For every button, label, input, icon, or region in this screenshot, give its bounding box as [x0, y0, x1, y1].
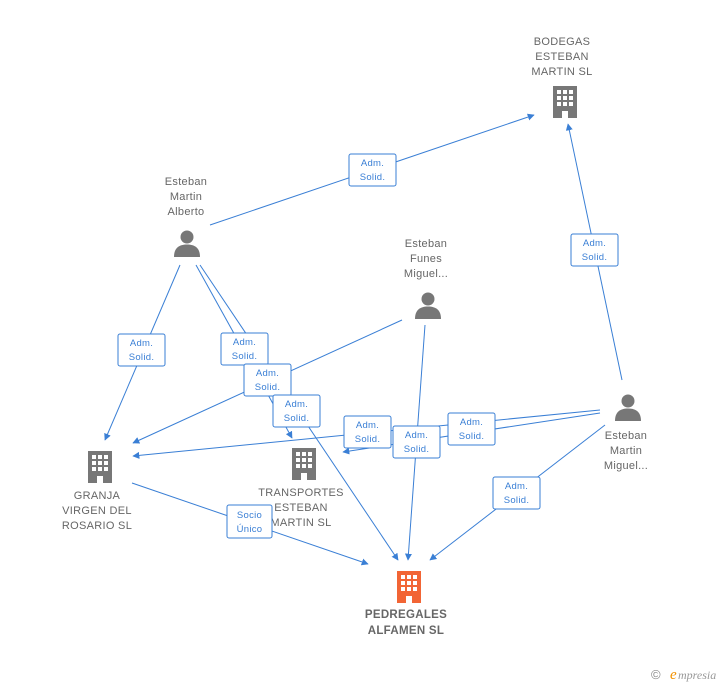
svg-text:Solid.: Solid. [355, 434, 381, 445]
node-alberto[interactable]: Esteban Martin Alberto [165, 176, 207, 257]
svg-text:Esteban: Esteban [165, 176, 207, 188]
svg-text:Adm.: Adm. [256, 368, 279, 379]
node-pedregales-label: PEDREGALES ALFAMEN SL [365, 609, 447, 637]
brand-logo-text: mpresia [678, 668, 716, 682]
svg-text:Alberto: Alberto [168, 206, 205, 218]
svg-text:Único: Único [237, 524, 263, 535]
svg-text:Adm.: Adm. [356, 420, 379, 431]
node-bodegas-label: BODEGAS ESTEBAN MARTIN SL [531, 36, 592, 78]
svg-text:Adm.: Adm. [405, 430, 428, 441]
svg-text:Solid.: Solid. [404, 444, 430, 455]
badge-miguel-transportes: Adm. Solid. [343, 415, 392, 449]
svg-text:Miguel...: Miguel... [604, 460, 648, 472]
building-icon [397, 571, 421, 603]
svg-text:BODEGAS: BODEGAS [534, 36, 591, 48]
svg-text:Adm.: Adm. [130, 338, 153, 349]
node-granja[interactable]: GRANJA VIRGEN DEL ROSARIO SL [62, 451, 132, 532]
svg-text:Solid.: Solid. [504, 495, 530, 506]
svg-text:Esteban: Esteban [605, 430, 647, 442]
badge-granja-pedregales: Socio Único [226, 504, 273, 539]
svg-text:Solid.: Solid. [360, 172, 386, 183]
badge-alberto-bodegas: Adm. Solid. [348, 153, 397, 187]
node-transportes-label: TRANSPORTES ESTEBAN MARTIN SL [258, 487, 344, 529]
svg-text:Martin: Martin [610, 445, 642, 457]
svg-text:VIRGEN DEL: VIRGEN DEL [62, 505, 132, 517]
person-icon [615, 394, 641, 421]
svg-text:Socio: Socio [237, 510, 262, 521]
svg-text:Solid.: Solid. [232, 351, 258, 362]
svg-text:ESTEBAN: ESTEBAN [274, 502, 327, 514]
node-transportes[interactable]: TRANSPORTES ESTEBAN MARTIN SL [258, 448, 344, 529]
node-granja-label: GRANJA VIRGEN DEL ROSARIO SL [62, 490, 132, 532]
svg-text:Solid.: Solid. [284, 413, 310, 424]
brand-logo-e: e [670, 667, 677, 683]
badge-funes-granja: Adm. Solid. [243, 363, 292, 397]
node-bodegas[interactable]: BODEGAS ESTEBAN MARTIN SL [531, 36, 592, 118]
footer-brand: © e mpresia [651, 667, 716, 683]
badges: Adm. Solid. Adm. Solid. Adm. Solid. Adm.… [117, 153, 619, 539]
building-icon [292, 448, 316, 480]
svg-text:Solid.: Solid. [459, 431, 485, 442]
badge-miguel-pedregales: Adm. Solid. [492, 476, 541, 510]
badge-funes-pedregales: Adm. Solid. [392, 425, 441, 459]
node-miguel-label: Esteban Martin Miguel... [604, 430, 648, 472]
copyright-symbol: © [651, 667, 661, 682]
svg-text:Miguel...: Miguel... [404, 268, 448, 280]
node-alberto-label: Esteban Martin Alberto [165, 176, 207, 218]
node-miguel[interactable]: Esteban Martin Miguel... [604, 394, 648, 473]
node-funes-label: Esteban Funes Miguel... [404, 238, 448, 280]
badge-alberto-transportes: Adm. Solid. [220, 332, 269, 366]
node-pedregales[interactable]: PEDREGALES ALFAMEN SL [365, 571, 447, 637]
svg-text:Adm.: Adm. [583, 238, 606, 249]
svg-text:ALFAMEN SL: ALFAMEN SL [368, 625, 444, 637]
building-icon [88, 451, 112, 483]
svg-text:PEDREGALES: PEDREGALES [365, 609, 447, 621]
svg-text:Adm.: Adm. [361, 158, 384, 169]
badge-miguel-bodegas: Adm. Solid. [570, 233, 619, 267]
nodes: BODEGAS ESTEBAN MARTIN SL Esteban Martin… [62, 36, 648, 637]
badge-alberto-pedregales: Adm. Solid. [272, 394, 321, 428]
badge-miguel-granja: Adm. Solid. [447, 412, 496, 446]
svg-text:ESTEBAN: ESTEBAN [535, 51, 588, 63]
svg-text:Adm.: Adm. [505, 481, 528, 492]
node-funes[interactable]: Esteban Funes Miguel... [404, 238, 448, 319]
svg-text:Solid.: Solid. [582, 252, 608, 263]
svg-text:ROSARIO SL: ROSARIO SL [62, 520, 132, 532]
building-icon [553, 86, 577, 118]
svg-text:GRANJA: GRANJA [74, 490, 121, 502]
svg-text:MARTIN SL: MARTIN SL [531, 66, 592, 78]
person-icon [174, 230, 200, 257]
svg-text:MARTIN SL: MARTIN SL [270, 517, 331, 529]
svg-text:Solid.: Solid. [255, 382, 281, 393]
svg-text:Adm.: Adm. [285, 399, 308, 410]
badge-alberto-granja: Adm. Solid. [117, 333, 166, 367]
person-icon [415, 292, 441, 319]
svg-text:Martin: Martin [170, 191, 202, 203]
svg-text:Adm.: Adm. [233, 337, 256, 348]
svg-text:Solid.: Solid. [129, 352, 155, 363]
svg-text:Funes: Funes [410, 253, 442, 265]
svg-text:Adm.: Adm. [460, 417, 483, 428]
svg-text:Esteban: Esteban [405, 238, 447, 250]
svg-text:TRANSPORTES: TRANSPORTES [258, 487, 344, 499]
